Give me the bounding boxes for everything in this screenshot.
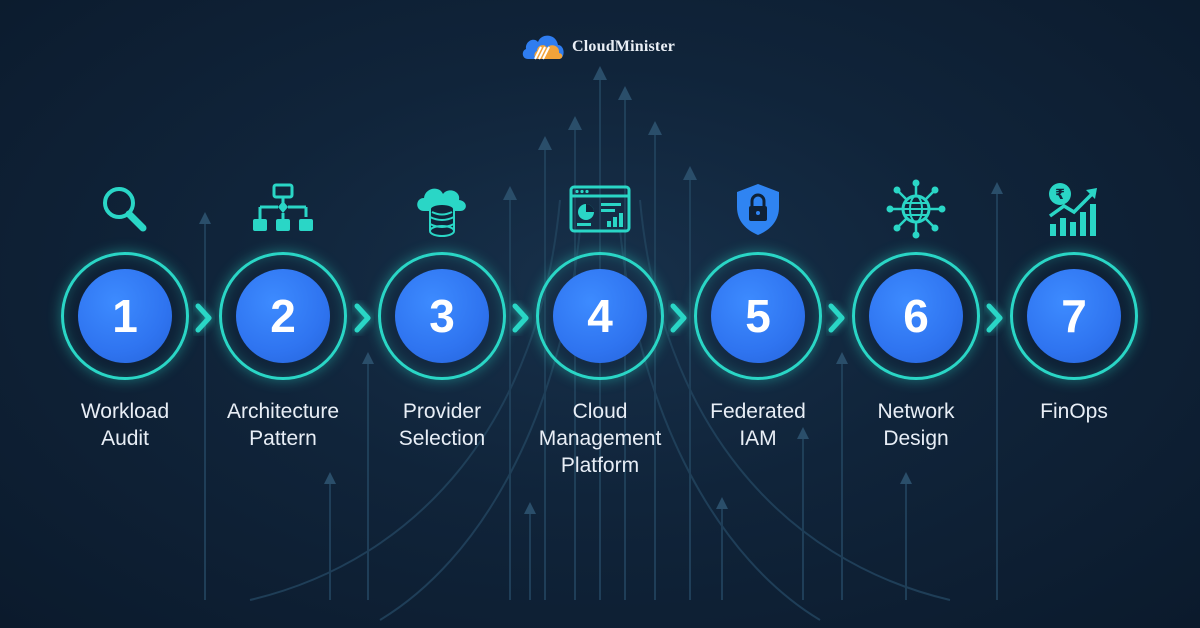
step-number: 7: [1027, 269, 1121, 363]
step-ring: [852, 252, 980, 380]
step-label-line: Federated: [710, 400, 806, 423]
network-globe-icon: [841, 178, 991, 240]
step-label-line: Pattern: [249, 427, 317, 450]
chevron-right-icon: [512, 303, 529, 333]
step-circle: 1: [61, 252, 189, 380]
magnifier-icon: [50, 178, 200, 240]
step-circle: 7: [1010, 252, 1138, 380]
brand-name: CloudMinister: [572, 38, 676, 55]
step-label-line: FinOps: [1040, 400, 1108, 423]
step-label-line: Network: [877, 400, 955, 423]
step-circle: 5: [694, 252, 822, 380]
step-circle: 6: [852, 252, 980, 380]
step-circle: 2: [219, 252, 347, 380]
svg-text:₹: ₹: [1055, 187, 1065, 203]
rupee-growth-chart-icon: ₹: [999, 178, 1149, 240]
step-label-line: Selection: [398, 427, 486, 450]
chevron-right-icon: [986, 303, 1003, 333]
step-label-line: Architecture: [226, 400, 340, 423]
step-ring: [61, 252, 189, 380]
step-label-line: Management: [538, 427, 662, 450]
step-ring: [219, 252, 347, 380]
step-ring: [536, 252, 664, 380]
brand-logo: CloudMinister: [520, 28, 675, 66]
step-label-line: Platform: [560, 454, 640, 477]
cloud-logo-icon: [522, 35, 564, 60]
step-circle: 3: [378, 252, 506, 380]
shield-lock-icon: [683, 178, 833, 240]
step-ring: [378, 252, 506, 380]
dashboard-window-icon: [525, 178, 675, 240]
step-number: 4: [553, 269, 647, 363]
step-label-line: Cloud: [572, 400, 628, 423]
step-ring: [1010, 252, 1138, 380]
step-circle: 4: [536, 252, 664, 380]
chevron-right-icon: [670, 303, 687, 333]
step-number: 3: [395, 269, 489, 363]
step-number: 2: [236, 269, 330, 363]
step-label-line: IAM: [739, 427, 777, 450]
step-label-line: Provider: [402, 400, 482, 423]
step-number: 5: [711, 269, 805, 363]
step-number: 1: [78, 269, 172, 363]
step-number: 6: [869, 269, 963, 363]
chevron-right-icon: [195, 303, 212, 333]
chevron-right-icon: [354, 303, 370, 333]
cloud-database-icon: [367, 178, 517, 240]
step-ring: [694, 252, 822, 380]
architecture-tree-icon: [208, 178, 358, 240]
step-label-line: Design: [883, 427, 949, 450]
step-label-line: Workload: [80, 400, 170, 423]
chevron-right-icon: [828, 303, 845, 333]
step-label: FinOps: [999, 398, 1149, 425]
step-label-line: Audit: [101, 427, 149, 450]
